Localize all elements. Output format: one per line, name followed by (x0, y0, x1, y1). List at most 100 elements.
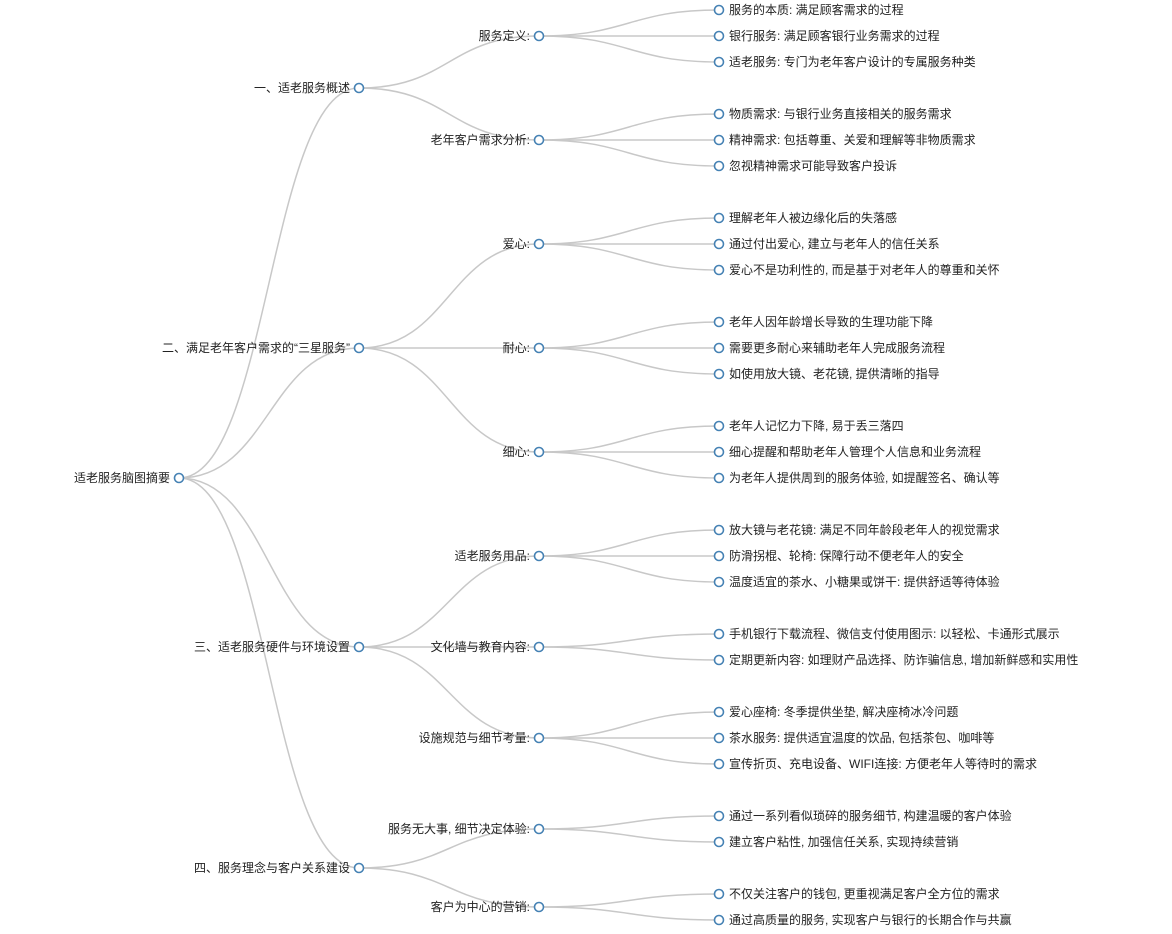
leaf-node[interactable]: 手机银行下载流程、微信支付使用图示: 以轻松、卡通形式展示 (713, 626, 1060, 641)
node-circle-icon[interactable] (713, 316, 725, 328)
node-circle-icon[interactable] (713, 524, 725, 536)
leaf-node[interactable]: 放大镜与老花镜: 满足不同年龄段老年人的视觉需求 (713, 522, 1000, 537)
node-circle-icon[interactable] (533, 641, 545, 653)
branch-node[interactable]: 二、满足老年客户需求的“三星服务” (162, 340, 365, 355)
node-circle-icon[interactable] (713, 628, 725, 640)
leaf-node[interactable]: 为老年人提供周到的服务体验, 如提醒签名、确认等 (713, 470, 1000, 485)
link (358, 646, 540, 739)
node-circle-icon[interactable] (713, 446, 725, 458)
leaf-node[interactable]: 老年人记忆力下降, 易于丢三落四 (713, 419, 904, 433)
leaf-node[interactable]: 防滑拐棍、轮椅: 保障行动不便老年人的安全 (713, 548, 964, 563)
node-circle-icon[interactable] (713, 342, 725, 354)
leaf-node[interactable]: 通过一系列看似琐碎的服务细节, 构建温暖的客户体验 (713, 808, 1012, 823)
leaf-node[interactable]: 通过高质量的服务, 实现客户与银行的长期合作与共赢 (713, 912, 1012, 927)
node-circle-icon[interactable] (713, 212, 725, 224)
leaf-node[interactable]: 定期更新内容: 如理财产品选择、防诈骗信息, 增加新鲜感和实用性 (713, 652, 1079, 667)
leaf-node[interactable]: 爱心座椅: 冬季提供坐垫, 解决座椅冰冷问题 (713, 704, 959, 719)
leaf-node[interactable]: 不仅关注客户的钱包, 更重视满足客户全方位的需求 (713, 886, 1000, 901)
branch-node[interactable]: 老年客户需求分析: (431, 132, 545, 147)
branch-node[interactable]: 一、适老服务概述 (254, 80, 365, 95)
node-circle-icon[interactable] (713, 914, 725, 926)
node-circle-icon[interactable] (353, 641, 365, 653)
leaf-node[interactable]: 通过付出爱心, 建立与老年人的信任关系 (713, 236, 940, 251)
branch-node[interactable]: 四、服务理念与客户关系建设 (194, 860, 365, 875)
node-circle-icon[interactable] (713, 654, 725, 666)
link (538, 347, 720, 375)
node-circle-icon[interactable] (533, 342, 545, 354)
leaf-node[interactable]: 服务的本质: 满足顾客需求的过程 (713, 2, 904, 17)
node-circle-icon[interactable] (713, 56, 725, 68)
node-circle-icon[interactable] (713, 420, 725, 432)
node-circle-icon[interactable] (713, 238, 725, 250)
node-circle-icon[interactable] (353, 342, 365, 354)
leaf-node[interactable]: 温度适宜的茶水、小糖果或饼干: 提供舒适等待体验 (713, 574, 1000, 589)
link (178, 477, 360, 869)
node-circle-icon[interactable] (713, 758, 725, 770)
branch-node[interactable]: 适老服务用品: (455, 548, 545, 563)
node-circle-icon[interactable] (533, 238, 545, 250)
branch-node[interactable]: 客户为中心的营销: (431, 899, 545, 914)
node-label: 银行服务: 满足顾客银行业务需求的过程 (729, 28, 940, 43)
branch-node[interactable]: 耐心: (503, 341, 545, 355)
branch-node[interactable]: 爱心: (503, 237, 545, 251)
node-circle-icon[interactable] (353, 82, 365, 94)
link (358, 347, 540, 453)
node-circle-icon[interactable] (713, 264, 725, 276)
leaf-node[interactable]: 细心提醒和帮助老年人管理个人信息和业务流程 (713, 444, 982, 459)
leaf-node[interactable]: 银行服务: 满足顾客银行业务需求的过程 (713, 28, 940, 43)
link (358, 828, 540, 869)
leaf-node[interactable]: 如使用放大镜、老花镜, 提供清晰的指导 (713, 366, 940, 381)
node-circle-icon[interactable] (533, 732, 545, 744)
leaf-node[interactable]: 精神需求: 包括尊重、关爱和理解等非物质需求 (713, 132, 976, 147)
branch-node[interactable]: 细心: (503, 445, 545, 459)
node-circle-icon[interactable] (713, 706, 725, 718)
link (538, 815, 720, 830)
node-circle-icon[interactable] (353, 862, 365, 874)
link (538, 828, 720, 843)
node-label: 适老服务用品: (455, 548, 530, 563)
leaf-node[interactable]: 建立客户粘性, 加强信任关系, 实现持续营销 (713, 834, 959, 849)
node-circle-icon[interactable] (173, 472, 185, 484)
node-circle-icon[interactable] (713, 472, 725, 484)
link (538, 217, 720, 245)
link (538, 35, 720, 63)
node-circle-icon[interactable] (533, 30, 545, 42)
node-circle-icon[interactable] (713, 160, 725, 172)
node-circle-icon[interactable] (713, 550, 725, 562)
node-circle-icon[interactable] (533, 823, 545, 835)
leaf-node[interactable]: 宣传折页、充电设备、WIFI连接: 方便老年人等待时的需求 (713, 756, 1038, 771)
leaf-node[interactable]: 物质需求: 与银行业务直接相关的服务需求 (713, 106, 952, 121)
branch-node[interactable]: 服务定义: (479, 28, 545, 43)
node-circle-icon[interactable] (713, 836, 725, 848)
leaf-node[interactable]: 理解老年人被边缘化后的失落感 (713, 210, 898, 225)
branch-node[interactable]: 设施规范与细节考量: (419, 730, 545, 745)
branch-node[interactable]: 三、适老服务硬件与环境设置 (194, 639, 365, 654)
node-label: 服务无大事, 细节决定体验: (388, 821, 530, 836)
node-circle-icon[interactable] (713, 134, 725, 146)
node-circle-icon[interactable] (713, 810, 725, 822)
branch-node[interactable]: 文化墙与教育内容: (431, 639, 545, 654)
node-circle-icon[interactable] (713, 108, 725, 120)
node-circle-icon[interactable] (713, 30, 725, 42)
node-circle-icon[interactable] (533, 446, 545, 458)
leaf-node[interactable]: 适老服务: 专门为老年客户设计的专属服务种类 (713, 54, 976, 69)
node-label: 细心: (503, 445, 530, 459)
branch-node[interactable]: 服务无大事, 细节决定体验: (388, 821, 545, 836)
node-label: 爱心: (503, 237, 530, 251)
node-circle-icon[interactable] (713, 576, 725, 588)
node-label: 适老服务: 专门为老年客户设计的专属服务种类 (729, 54, 976, 69)
node-circle-icon[interactable] (713, 368, 725, 380)
node-circle-icon[interactable] (713, 888, 725, 900)
leaf-node[interactable]: 老年人因年龄增长导致的生理功能下降 (713, 314, 934, 329)
node-circle-icon[interactable] (533, 901, 545, 913)
leaf-node[interactable]: 茶水服务: 提供适宜温度的饮品, 包括茶包、咖啡等 (713, 730, 995, 745)
leaf-node[interactable]: 忽视精神需求可能导致客户投诉 (713, 158, 898, 173)
node-circle-icon[interactable] (713, 732, 725, 744)
node-circle-icon[interactable] (533, 550, 545, 562)
leaf-node[interactable]: 爱心不是功利性的, 而是基于对老年人的尊重和关怀 (713, 262, 1000, 277)
node-circle-icon[interactable] (533, 134, 545, 146)
node-circle-icon[interactable] (713, 4, 725, 16)
root-node[interactable]: 适老服务脑图摘要 (74, 470, 185, 485)
leaf-node[interactable]: 需要更多耐心来辅助老年人完成服务流程 (713, 340, 946, 355)
